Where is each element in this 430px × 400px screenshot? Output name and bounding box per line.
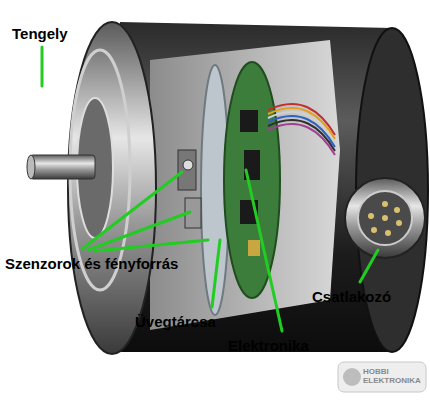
- watermark-badge: [338, 362, 426, 392]
- cutaway-interior: [150, 40, 340, 330]
- sensor-block: [178, 150, 196, 190]
- part-label: Üvegtárcsa: [135, 313, 216, 331]
- part-label: Csatlakozó: [312, 288, 391, 306]
- chip: [240, 110, 258, 132]
- ribbon-cable: [268, 104, 335, 155]
- shaft: [30, 155, 95, 179]
- sensor: [183, 160, 193, 170]
- shaft-end: [27, 155, 35, 179]
- component: [248, 240, 260, 256]
- part-label: Elektronika: [228, 337, 309, 355]
- part-label: Tengely: [12, 25, 68, 43]
- pcb: [224, 62, 280, 298]
- watermark-icon: [343, 368, 361, 386]
- part-label: Szenzorok és fényforrás: [5, 255, 178, 273]
- watermark: HOBBI ELEKTRONIKA: [363, 368, 425, 386]
- connector-body: [345, 178, 425, 258]
- connector-face: [358, 191, 412, 245]
- connector-pins: [368, 201, 402, 236]
- front-flange: [68, 22, 156, 354]
